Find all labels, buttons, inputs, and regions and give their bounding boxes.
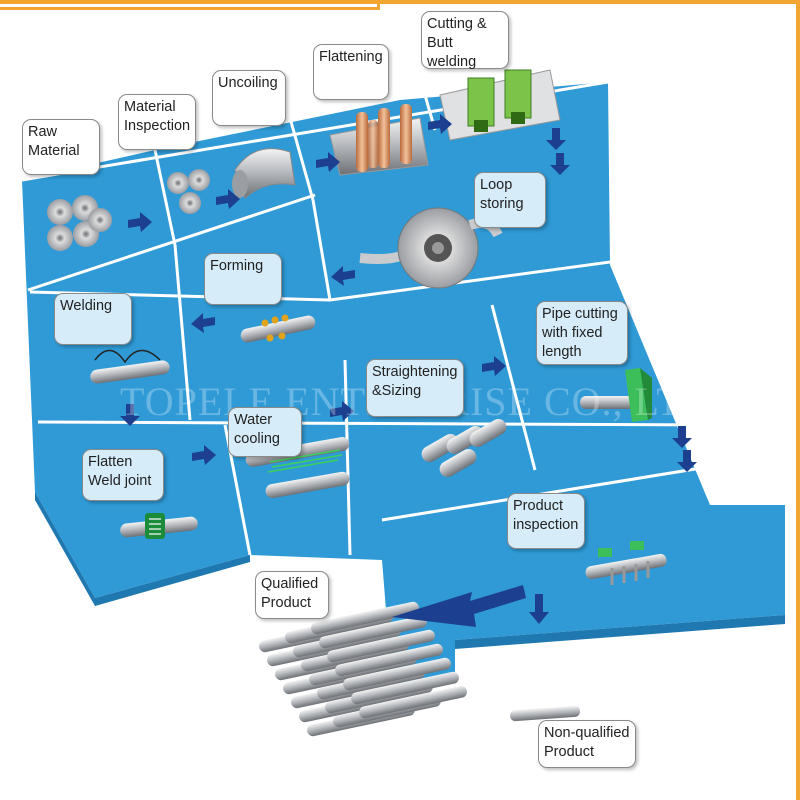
qualified-product-stack <box>259 601 467 737</box>
qualified-pipe <box>359 685 467 719</box>
frame-right-border <box>796 0 800 800</box>
qualified-pipe <box>311 601 419 635</box>
label-raw-material: Raw Material <box>22 119 100 175</box>
label-cutting-butt-welding: Cutting & Butt welding <box>421 11 509 70</box>
label-forming: Forming <box>204 253 282 305</box>
welding-pipe <box>90 349 170 384</box>
label-qualified-product: Qualified Product <box>255 571 329 619</box>
label-pipe-cutting: Pipe cutting with fixed length <box>536 301 628 365</box>
qualified-pipe <box>343 657 451 691</box>
loop-storing-coil <box>359 207 503 289</box>
qualified-pipe <box>319 615 427 649</box>
frame-tab <box>0 0 380 10</box>
label-uncoiling: Uncoiling <box>212 70 286 126</box>
non-qualified-pipe <box>510 705 580 722</box>
qualified-pipe <box>351 671 459 705</box>
flow-arrows <box>120 114 697 627</box>
label-loop-storing: Loop storing <box>474 172 546 228</box>
straightening-rollers <box>421 419 507 477</box>
label-non-qualified-product: Non-qualified Product <box>538 720 636 768</box>
inspection-coils <box>167 169 210 214</box>
pipe-cutting-saw <box>580 368 652 422</box>
uncoiling-sheet <box>232 148 296 199</box>
frame-top-border <box>0 0 800 4</box>
label-flattening: Flattening <box>313 44 389 100</box>
qualified-pipe <box>335 643 443 677</box>
qualified-pipe <box>327 629 435 663</box>
flatten-weld-joint-pipe <box>120 513 198 539</box>
raw-material-coils <box>47 195 112 251</box>
label-material-inspection: Material Inspection <box>118 94 196 150</box>
label-water-cooling: Water cooling <box>228 407 302 457</box>
label-welding: Welding <box>54 293 132 345</box>
forming-pipe <box>240 314 316 343</box>
inspection-probe <box>585 541 667 585</box>
board-edge-right <box>455 615 785 649</box>
label-straightening-sizing: Straightening &Sizing <box>366 359 464 417</box>
label-product-inspection: Product inspection <box>507 493 585 549</box>
label-flatten-weld-joint: Flatten Weld joint <box>82 449 164 501</box>
